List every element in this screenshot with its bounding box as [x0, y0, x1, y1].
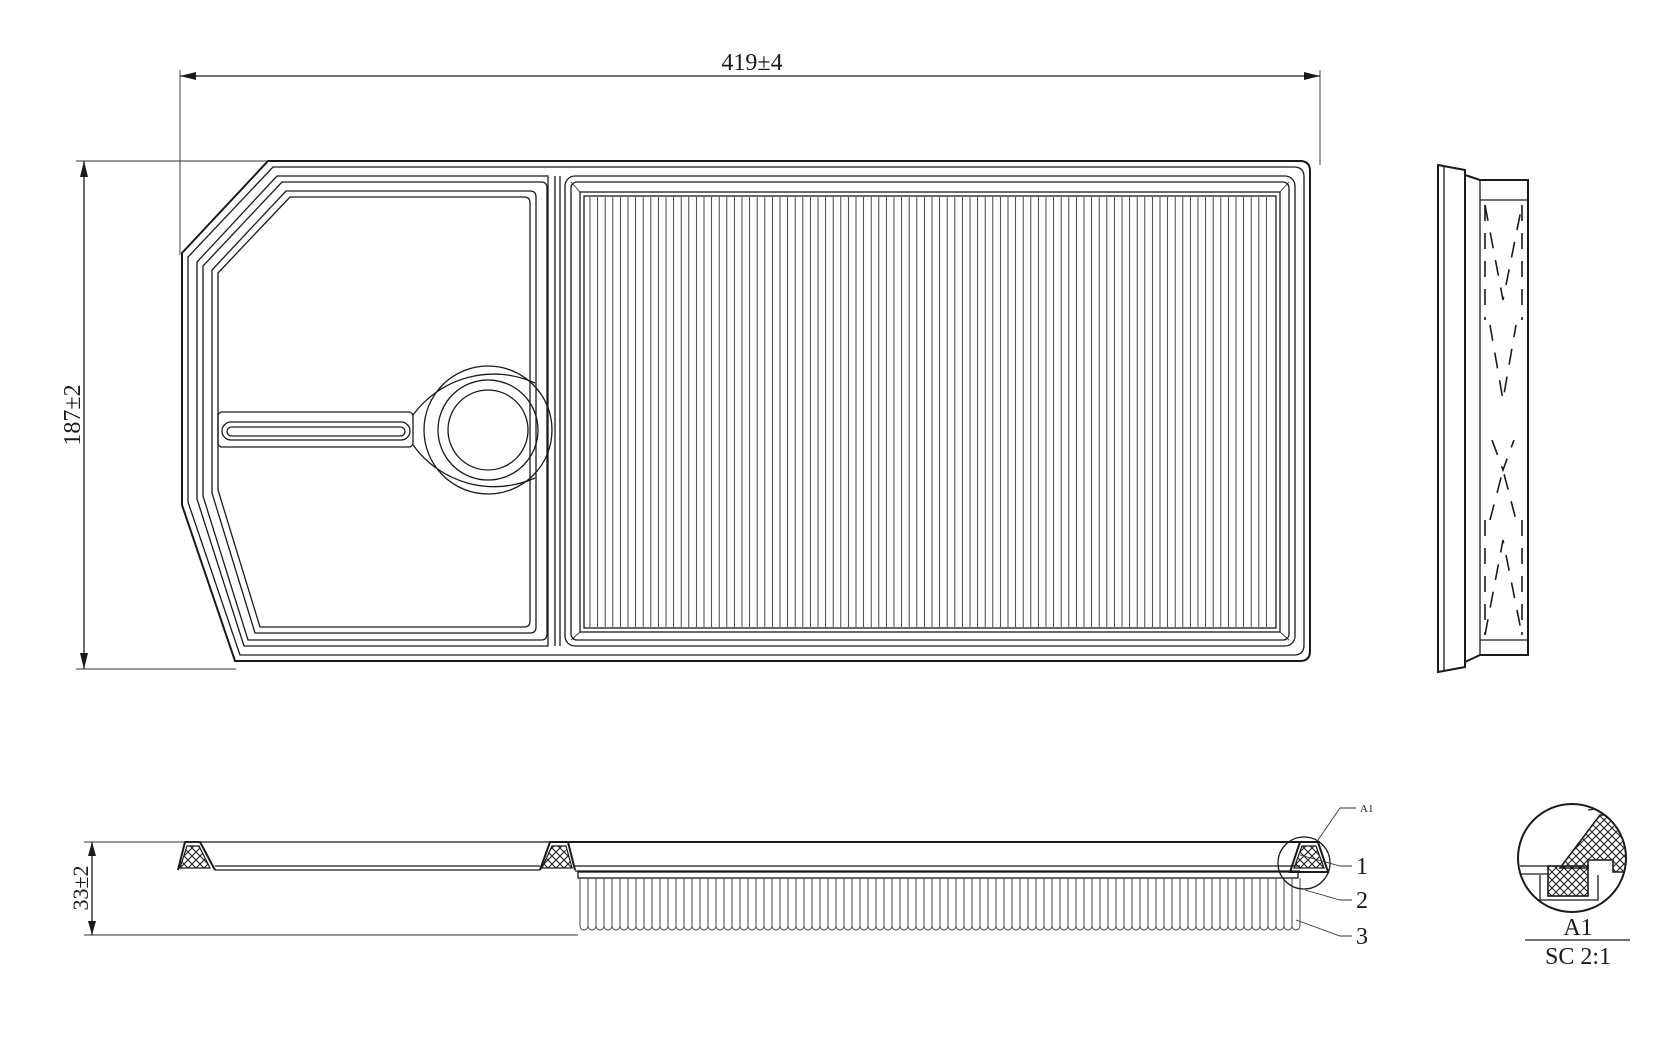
pleat-lines [589, 197, 1267, 627]
dimension-height: 33±2 [68, 841, 578, 936]
dimension-width-label: 187±2 [60, 384, 86, 445]
dimension-width: 187±2 [60, 160, 270, 670]
pleat-profile-path [579, 878, 1301, 931]
pleat-profile [579, 878, 1301, 931]
dimension-length-label: 419±4 [721, 50, 782, 76]
dimension-length: 419±4 [179, 50, 1321, 255]
front-view [177, 836, 1331, 931]
detail-scale: SC 2:1 [1545, 944, 1611, 970]
callout-item-3: 3 [1356, 924, 1368, 950]
side-view [1437, 163, 1529, 674]
detail-label: A1 [1563, 915, 1592, 941]
callout-item-2: 2 [1356, 888, 1368, 914]
dimension-height-label: 33±2 [68, 865, 93, 910]
top-view [181, 160, 1311, 662]
callouts: A1 1 2 3 [1295, 803, 1373, 950]
callout-item-1: 1 [1356, 854, 1368, 880]
callout-detail-marker: A1 [1360, 803, 1373, 815]
detail-a1: A1 SC 2:1 [1517, 803, 1630, 970]
